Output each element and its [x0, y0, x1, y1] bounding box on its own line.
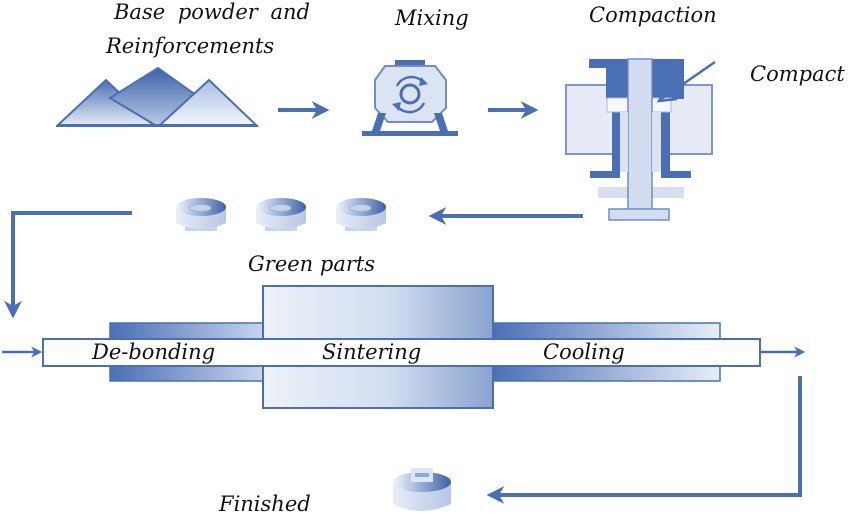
arrow-green-parts-to-furnace	[4, 211, 132, 319]
finished-label: Finished	[219, 492, 311, 516]
compact-callout-label: Compact	[750, 62, 845, 86]
green-parts-label: Green parts	[248, 252, 376, 276]
press-die-icon	[565, 58, 713, 221]
green-part-icon	[336, 198, 386, 231]
powder-piles-icon	[55, 66, 259, 127]
mixing-label: Mixing	[395, 6, 469, 30]
powder-label-line2: Reinforcements	[106, 34, 275, 58]
furnace-belt	[42, 338, 761, 367]
green-parts-group	[176, 198, 386, 231]
green-part-icon	[256, 198, 306, 231]
powder-label-line1: Base powder and	[114, 0, 310, 24]
cooling-label: Cooling	[543, 340, 625, 364]
green-part-icon	[176, 198, 226, 231]
furnace-icon	[42, 285, 761, 409]
arrow-to-finished	[486, 376, 802, 504]
compact-callout-arrow	[656, 60, 716, 103]
mixer-icon	[362, 60, 458, 136]
compaction-label: Compaction	[589, 3, 717, 27]
sintering-label: Sintering	[322, 340, 422, 364]
debonding-label: De-bonding	[92, 340, 216, 364]
finished-part-icon	[393, 468, 451, 511]
